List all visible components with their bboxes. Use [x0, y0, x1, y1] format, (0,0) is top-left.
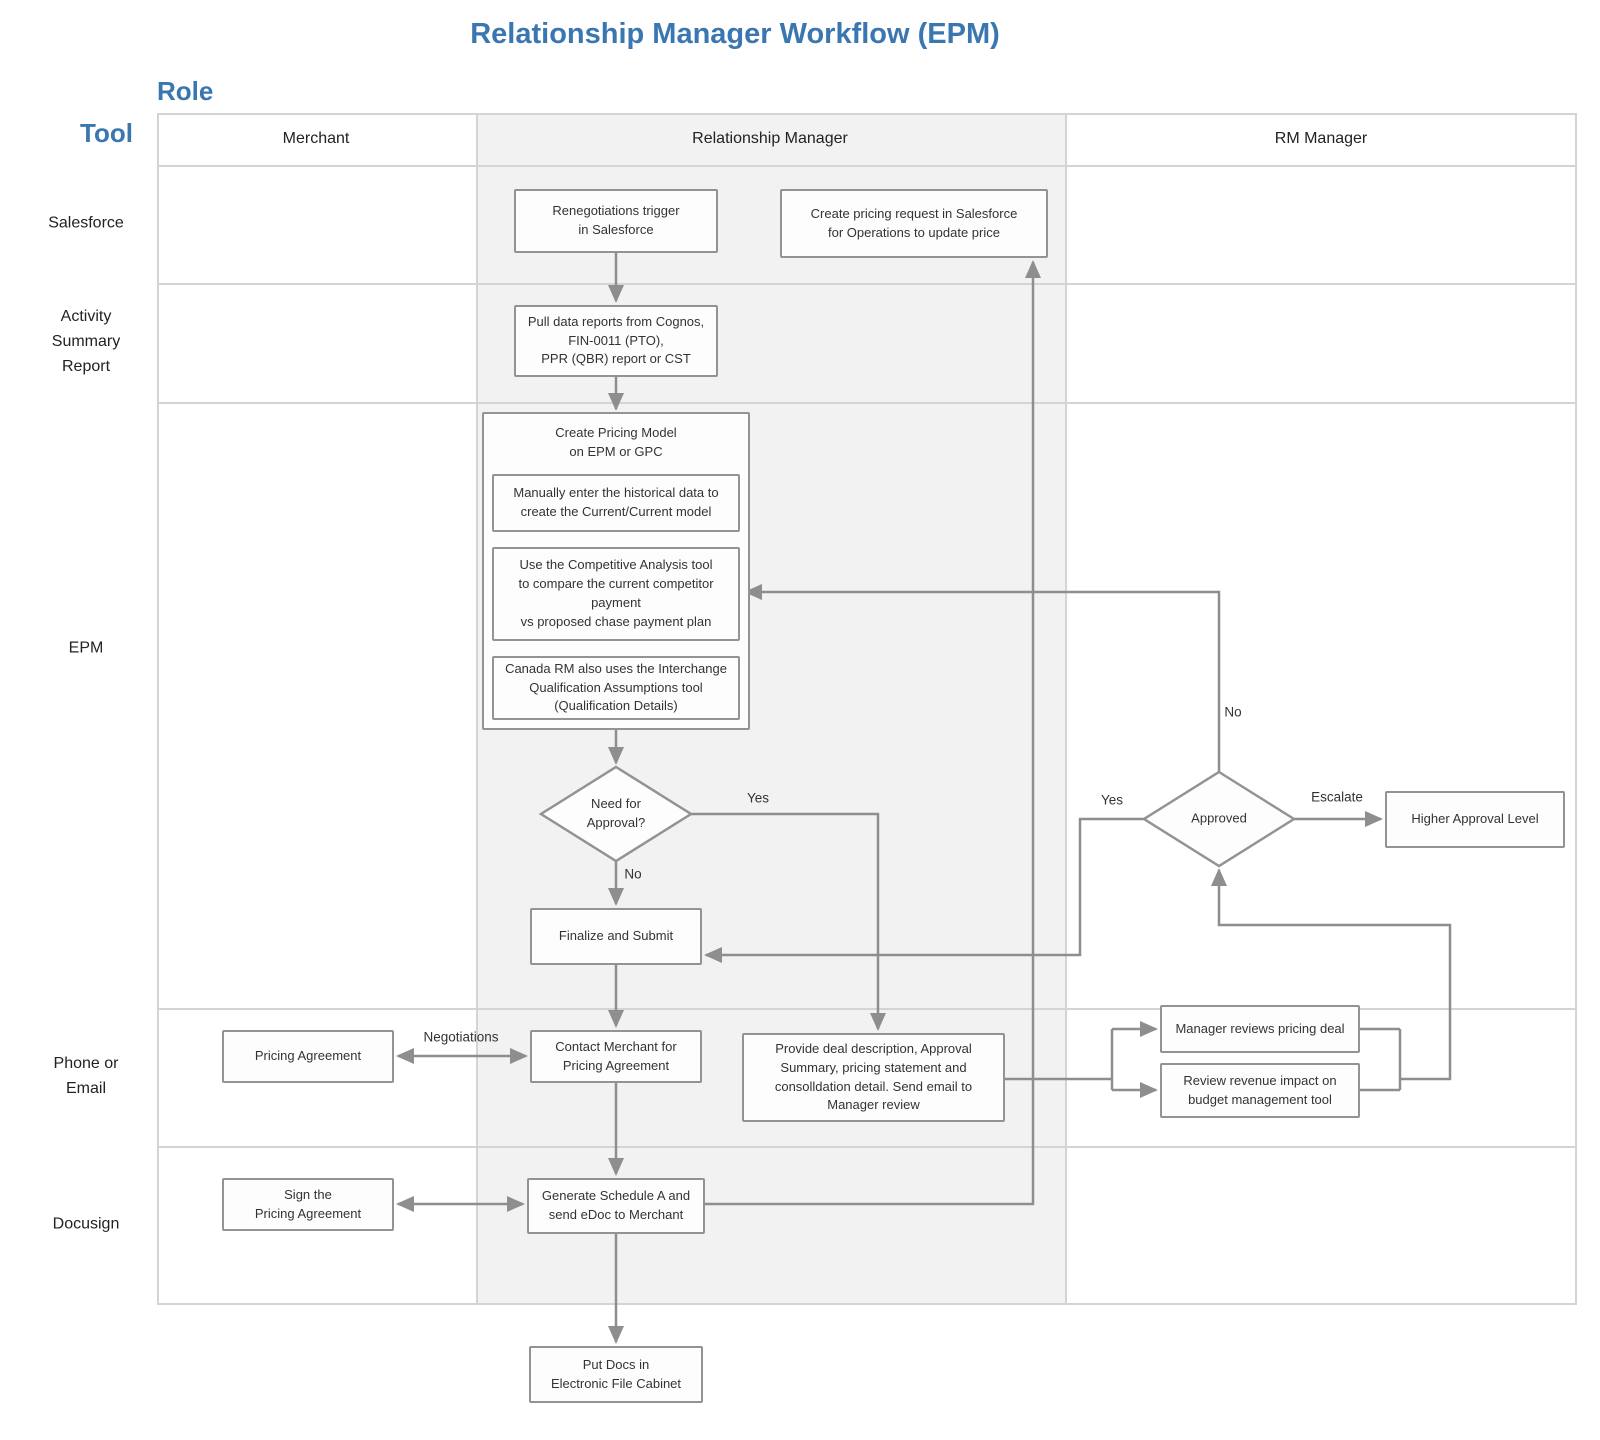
node-canada-rm-interchange: Canada RM also uses the Interchange Qual…	[492, 656, 740, 720]
column-header-relationship-manager: Relationship Manager	[692, 130, 848, 147]
edge-label-escalate: Escalate	[1311, 789, 1363, 805]
column-header-merchant: Merchant	[282, 130, 350, 147]
node-create-pricing-request: Create pricing request in Salesforce for…	[780, 189, 1048, 258]
grid-row-divider	[157, 283, 1577, 285]
node-generate-schedule-a: Generate Schedule A and send eDoc to Mer…	[527, 1178, 705, 1234]
row-label-docusign: Docusign	[52, 1215, 120, 1233]
node-competitive-analysis-tool: Use the Competitive Analysis tool to com…	[492, 547, 740, 641]
node-provide-deal-description: Provide deal description, Approval Summa…	[742, 1033, 1005, 1122]
edge-label-negotiations: Negotiations	[423, 1029, 499, 1045]
row-label-activity-summary-report: Activity Summary Report	[51, 307, 121, 375]
node-put-docs-electronic-file-cabinet: Put Docs in Electronic File Cabinet	[529, 1346, 703, 1403]
node-manager-reviews-pricing-deal: Manager reviews pricing deal	[1160, 1005, 1360, 1053]
node-pricing-agreement: Pricing Agreement	[222, 1030, 394, 1083]
row-label-phone-or-email: Phone or Email	[53, 1055, 119, 1097]
node-higher-approval-level: Higher Approval Level	[1385, 791, 1565, 848]
tool-axis-label: Tool	[80, 118, 133, 148]
approved-diamond	[1141, 770, 1297, 868]
role-axis-label: Role	[157, 76, 214, 106]
row-label-salesforce: Salesforce	[48, 214, 124, 232]
node-approved-decision: Approved	[1191, 810, 1247, 826]
node-pull-data-reports: Pull data reports from Cognos, FIN-0011 …	[514, 305, 718, 377]
grid-column-divider	[476, 113, 478, 1305]
page-title: Relationship Manager Workflow (EPM)	[470, 18, 1000, 50]
node-manually-enter-historical-data: Manually enter the historical data to cr…	[492, 474, 740, 532]
node-contact-merchant: Contact Merchant for Pricing Agreement	[530, 1030, 702, 1083]
node-finalize-and-submit: Finalize and Submit	[530, 908, 702, 965]
grid-column-divider	[1065, 113, 1067, 1305]
edge-label-approved-yes: Yes	[1100, 792, 1124, 808]
need-approval-diamond	[538, 765, 694, 863]
edge-label-need-approval-yes: Yes	[746, 790, 770, 806]
node-need-for-approval-decision: Need for Approval?	[586, 796, 646, 830]
grid-row-divider	[157, 165, 1577, 167]
grid-row-divider	[157, 1146, 1577, 1148]
node-review-revenue-impact: Review revenue impact on budget manageme…	[1160, 1063, 1360, 1118]
edge-label-approved-no: No	[1224, 704, 1242, 720]
row-label-epm: EPM	[68, 639, 104, 657]
grid-outline	[157, 113, 1577, 1305]
edge-label-need-approval-no: No	[624, 866, 642, 882]
grid-row-divider	[157, 402, 1577, 404]
grid-row-divider	[157, 1008, 1577, 1010]
column-header-rm-manager: RM Manager	[1274, 130, 1368, 147]
node-renegotiations-trigger: Renegotiations trigger in Salesforce	[514, 189, 718, 253]
node-sign-pricing-agreement: Sign the Pricing Agreement	[222, 1178, 394, 1231]
